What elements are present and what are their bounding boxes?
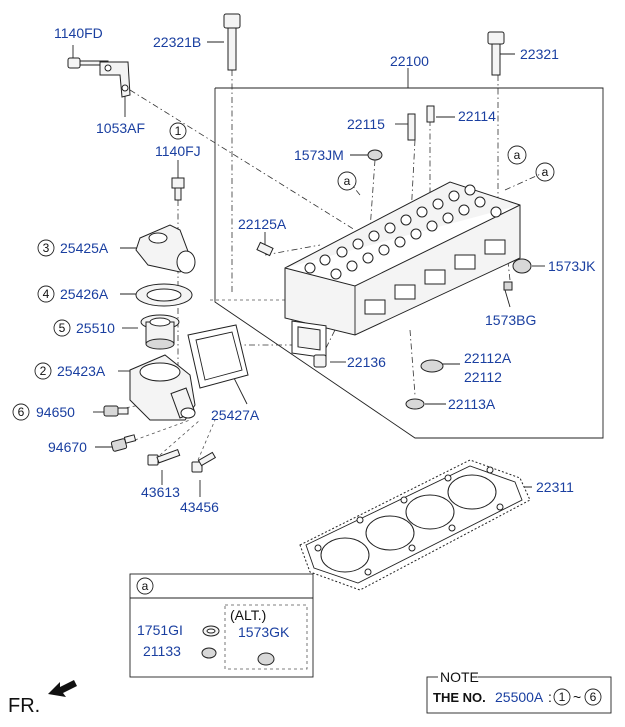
inset-box-a: a (ALT.) 1751GI 21133 1573GK (129, 573, 314, 678)
svg-text:a: a (542, 165, 549, 179)
callout-4: 4 (37, 285, 55, 303)
callout-a-2: a (535, 162, 555, 182)
label-22114[interactable]: 22114 (458, 108, 496, 124)
dowel-22136 (313, 354, 327, 368)
label-1140FJ[interactable]: 1140FJ (155, 143, 201, 159)
label-22115[interactable]: 22115 (347, 116, 385, 132)
outlet-fitting-25425A (135, 224, 196, 274)
svg-text:2: 2 (40, 364, 47, 378)
note-prefix: THE NO. (433, 690, 486, 705)
label-25510[interactable]: 25510 (76, 320, 115, 336)
cylinder-head-22100 (284, 181, 521, 359)
thermostat-housing-25423A (129, 354, 196, 421)
seal-22112A (420, 359, 444, 373)
note-box: NOTE THE NO. 25500A : 1 ~ 6 (426, 669, 612, 714)
label-22321[interactable]: 22321 (520, 46, 559, 62)
inset-alt-label: (ALT.) (230, 607, 266, 623)
label-22311[interactable]: 22311 (536, 479, 574, 495)
callout-a-3: a (337, 171, 357, 191)
label-22100[interactable]: 22100 (390, 53, 429, 69)
sensor-94670 (110, 434, 137, 452)
svg-text:4: 4 (43, 287, 50, 301)
plug-1573BG (503, 281, 513, 291)
label-43613[interactable]: 43613 (141, 484, 180, 500)
bolt-1140FJ (171, 177, 185, 201)
note-colon: : (548, 689, 552, 705)
bolt-43613 (147, 449, 181, 466)
note-from: 1 (559, 690, 566, 704)
label-25425A[interactable]: 25425A (60, 240, 109, 256)
note-to: 6 (590, 690, 597, 704)
label-22321B[interactable]: 22321B (153, 34, 201, 50)
note-ref[interactable]: 25500A (495, 689, 544, 705)
label-22113A[interactable]: 22113A (448, 396, 496, 412)
label-1053AF[interactable]: 1053AF (96, 120, 145, 136)
svg-text:a: a (344, 174, 351, 188)
label-1573JM[interactable]: 1573JM (294, 147, 344, 163)
label-22112A[interactable]: 22112A (464, 350, 512, 366)
label-1140FD[interactable]: 1140FD (54, 25, 103, 41)
label-25426A[interactable]: 25426A (60, 286, 109, 302)
note-title: NOTE (440, 669, 479, 685)
callout-3: 3 (37, 239, 55, 257)
gasket-25426A (135, 283, 193, 307)
label-22136[interactable]: 22136 (347, 354, 386, 370)
bolt-43456 (191, 451, 217, 473)
inset-header: a (142, 579, 149, 593)
label-1573JK[interactable]: 1573JK (548, 258, 596, 274)
assembly-frame (214, 87, 604, 439)
plug-21133 (201, 647, 217, 659)
label-22112[interactable]: 22112 (464, 369, 502, 385)
sensor-94650 (103, 405, 129, 417)
gasket-25427A (187, 324, 249, 389)
label-1751GI[interactable]: 1751GI (137, 622, 183, 638)
front-label: FR. (8, 695, 40, 717)
label-94670[interactable]: 94670 (48, 439, 87, 455)
svg-text:3: 3 (43, 241, 50, 255)
thermostat-25510 (140, 314, 180, 350)
label-21133[interactable]: 21133 (143, 643, 181, 659)
svg-text:a: a (514, 148, 521, 162)
note-tilde: ~ (573, 689, 581, 705)
head-gasket-22311 (299, 459, 531, 591)
pin-22114 (426, 105, 435, 123)
plug-1573JK (512, 258, 532, 274)
label-43456[interactable]: 43456 (180, 499, 219, 515)
callout-a-1: a (507, 145, 527, 165)
label-1573GK[interactable]: 1573GK (238, 624, 290, 640)
front-arrow-icon (48, 680, 77, 697)
callout-1: 1 (169, 122, 187, 140)
callout-6: 6 (12, 403, 30, 421)
bolt-22321 (487, 31, 505, 76)
plug-1573GK (257, 652, 275, 666)
label-1573BG[interactable]: 1573BG (485, 312, 536, 328)
seal-22113A (405, 398, 425, 410)
svg-text:1: 1 (175, 124, 182, 138)
front-indicator: FR. (8, 680, 77, 717)
label-25427A[interactable]: 25427A (211, 407, 260, 423)
label-22125A[interactable]: 22125A (238, 216, 287, 232)
pin-22125A (256, 241, 274, 257)
label-94650[interactable]: 94650 (36, 404, 75, 420)
label-25423A[interactable]: 25423A (57, 363, 106, 379)
svg-text:5: 5 (59, 321, 66, 335)
svg-text:6: 6 (18, 405, 25, 419)
bracket-1053AF (99, 61, 131, 98)
bolt-22321B (223, 13, 241, 71)
plug-1573JM (367, 149, 383, 161)
pin-22115 (407, 113, 416, 141)
callout-2: 2 (34, 362, 52, 380)
callout-5: 5 (53, 319, 71, 337)
